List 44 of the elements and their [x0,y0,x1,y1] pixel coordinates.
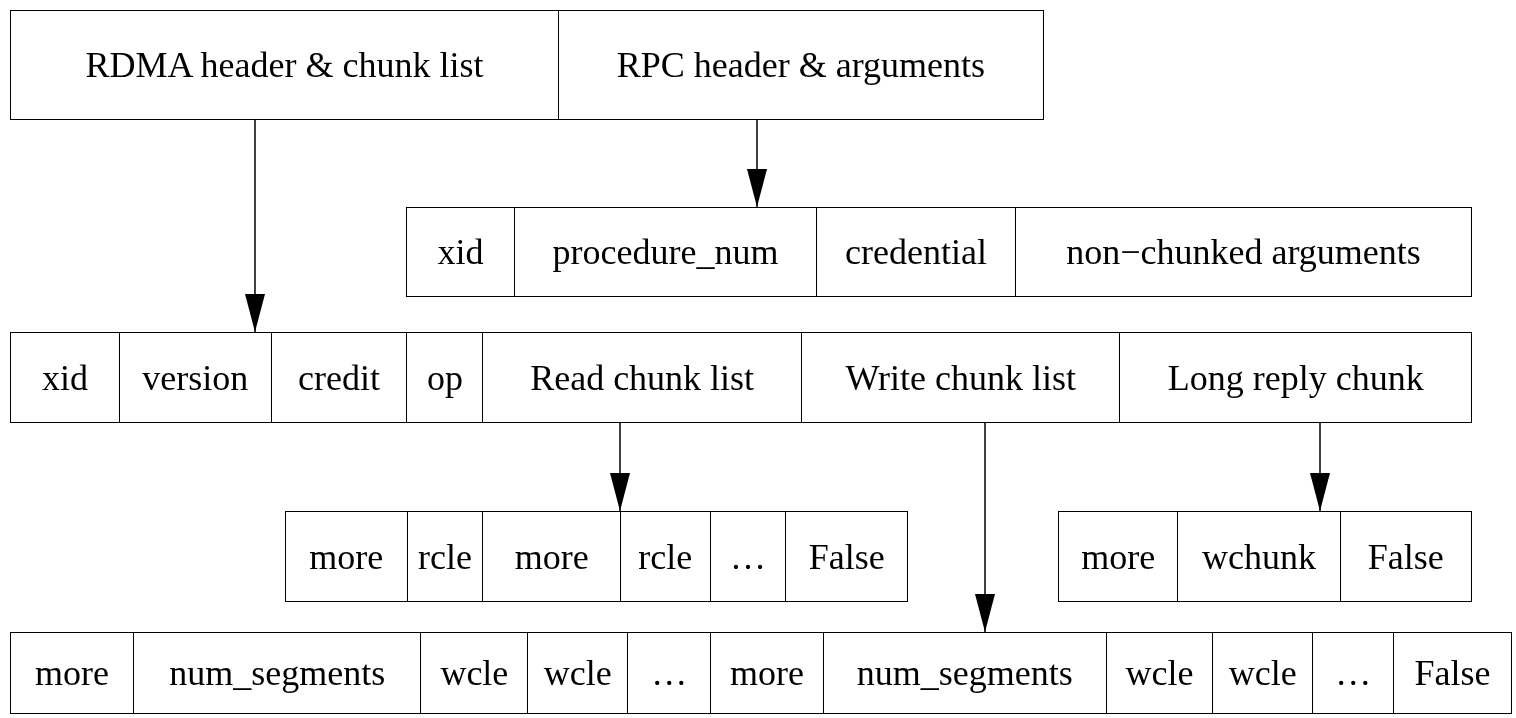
record-box [10,332,1472,423]
field-cell: … [627,633,711,713]
field-cell: False [1393,633,1511,713]
field-cell: Write chunk list [800,333,1120,422]
arrow [1310,422,1330,512]
field-cell: wcle [527,633,628,713]
field-cell: more [1059,512,1178,601]
arrow [747,119,767,208]
arrow [610,422,630,512]
record-box [285,511,908,602]
field-cell: Read chunk list [482,333,801,422]
field-cell: rcle [406,512,483,601]
record-box [1058,511,1472,602]
field-cell: wchunk [1177,512,1340,601]
field-cell: more [482,512,620,601]
record-box [406,207,1472,297]
field-cell: wcle [1212,633,1313,713]
arrow [245,119,265,333]
field-cell: version [118,333,271,422]
record-box [10,632,1512,714]
field-cell: wcle [420,633,528,713]
field-cell: … [1312,633,1394,713]
arrow [975,422,995,633]
field-cell: wcle [1105,633,1213,713]
field-cell: rcle [619,512,710,601]
field-cell: xid [407,208,514,296]
field-cell: Long reply chunk [1119,333,1471,422]
field-cell: False [785,512,907,601]
field-cell: more [11,633,133,713]
field-cell: RPC header & arguments [557,11,1043,119]
field-cell: non−chunked arguments [1014,208,1471,296]
field-cell: more [710,633,823,713]
field-cell: num_segments [132,633,421,713]
field-cell: … [709,512,786,601]
field-cell: op [406,333,483,422]
field-cell: num_segments [822,633,1106,713]
field-cell: procedure_num [513,208,817,296]
field-cell: credit [270,333,407,422]
field-cell: xid [11,333,119,422]
field-cell: False [1339,512,1471,601]
field-cell: RDMA header & chunk list [11,11,558,119]
field-cell: credential [816,208,1015,296]
record-box [10,10,1044,120]
field-cell: more [286,512,407,601]
